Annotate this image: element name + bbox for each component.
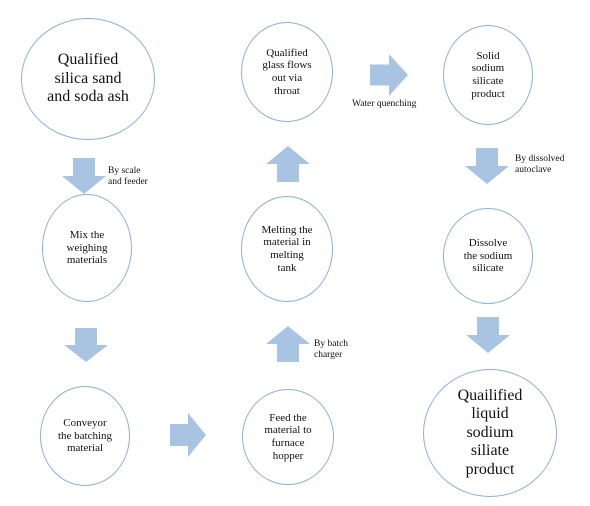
node-feed-material: Feed the material to furnace hopper (242, 389, 334, 485)
label-batch-charger: By batch charger (314, 339, 349, 361)
node-qualified-silica: Qualified silica sand and soda ash (21, 18, 155, 140)
label-scale-feeder: By scale and feeder (108, 166, 148, 188)
arrow-up-melting-to-glass (266, 146, 310, 182)
node-conveyor-text: Conveyor the batching material (57, 417, 113, 455)
node-conveyor: Conveyor the batching material (40, 386, 130, 486)
label-dissolved-autoclave: By dissolved autoclave (515, 154, 565, 176)
node-glass-flows: Qualified glass flows out via throat (241, 22, 333, 122)
node-melting-text: Melting the material in melting tank (261, 223, 313, 274)
node-liquid-product-text: Quailified liquid sodium siliate product (457, 387, 523, 478)
node-liquid-product: Quailified liquid sodium siliate product (423, 369, 557, 497)
node-melting: Melting the material in melting tank (241, 196, 333, 302)
arrow-down-dissolve-to-liquid (466, 317, 510, 353)
node-qualified-silica-text: Qualified silica sand and soda ash (47, 51, 129, 106)
node-dissolve: Dissolve the sodium silicate (443, 208, 533, 304)
arrow-up-feed-to-melting (266, 326, 310, 362)
node-glass-flows-text: Qualified glass flows out via throat (262, 46, 312, 97)
arrow-right-conveyor-to-feed (170, 413, 206, 457)
node-mix-materials: Mix the weighing materials (42, 194, 132, 302)
node-solid-silicate: Solid sodium silicate product (443, 25, 533, 125)
arrow-down-solid-to-dissolve (465, 148, 509, 184)
arrow-down-silica-to-mix (62, 158, 106, 194)
label-water-quenching: Water quenching (352, 99, 417, 109)
node-solid-silicate-text: Solid sodium silicate product (471, 49, 505, 100)
node-dissolve-text: Dissolve the sodium silicate (463, 237, 513, 275)
arrow-down-mix-to-conveyor (64, 328, 108, 362)
arrow-right-glass-to-solid (370, 54, 408, 96)
node-feed-material-text: Feed the material to furnace hopper (264, 411, 312, 462)
node-mix-materials-text: Mix the weighing materials (66, 229, 108, 267)
